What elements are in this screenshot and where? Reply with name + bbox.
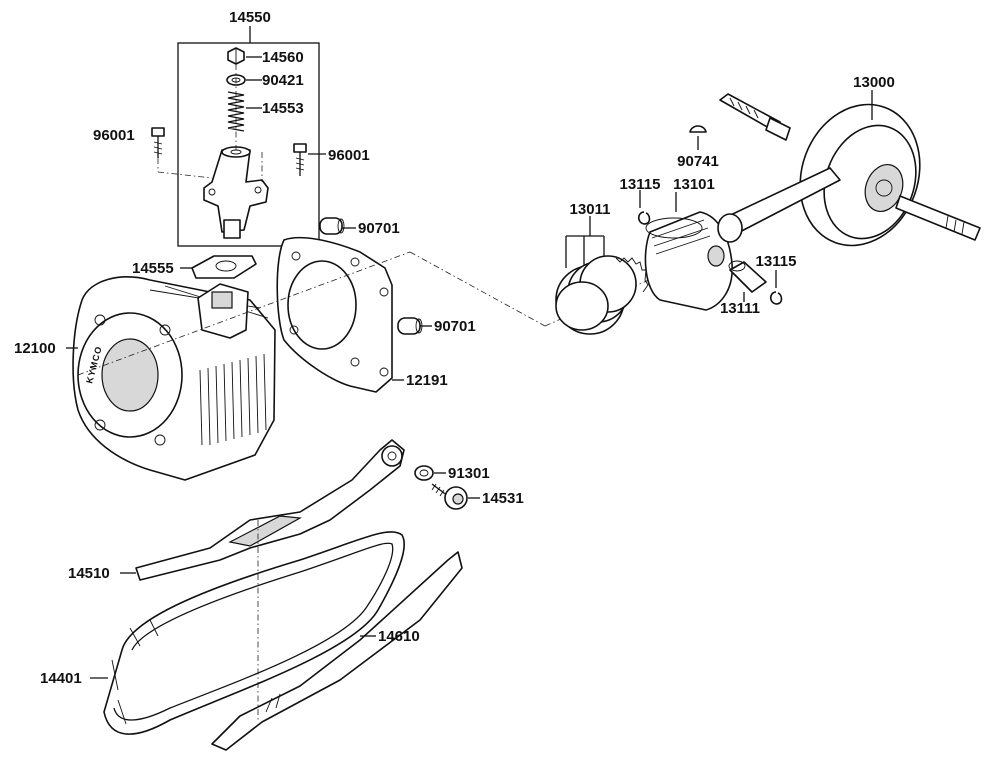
label-12100: 12100 <box>14 340 56 357</box>
dowel-pin-lower <box>397 317 432 335</box>
dowel-pin-upper <box>319 217 356 235</box>
label-14610: 14610 <box>378 628 420 645</box>
label-13115-right: 13115 <box>756 253 797 270</box>
tensioner-body-part <box>203 146 269 239</box>
label-14550: 14550 <box>229 9 271 26</box>
bolt-96001-left <box>151 127 213 179</box>
spring-part <box>227 91 245 132</box>
label-96001-left: 96001 <box>93 127 135 144</box>
bolt-96001-right <box>261 143 326 182</box>
label-12191: 12191 <box>406 372 448 389</box>
label-14531: 14531 <box>482 490 524 507</box>
label-90421: 90421 <box>262 72 304 89</box>
tensioner-guide-part <box>120 439 405 581</box>
pivot-bolt-part <box>431 483 480 510</box>
label-14555: 14555 <box>132 260 174 277</box>
piston-rings-part <box>555 216 649 335</box>
tensioner-assembly <box>177 26 320 247</box>
crankshaft-part <box>717 90 981 247</box>
timing-chain-part <box>90 531 406 735</box>
label-91301: 91301 <box>448 465 490 482</box>
label-13101: 13101 <box>673 176 715 193</box>
label-14553: 14553 <box>262 100 304 117</box>
cap-bolt-part <box>227 47 245 65</box>
label-13000: 13000 <box>853 74 895 91</box>
label-14510: 14510 <box>68 565 110 582</box>
label-13011: 13011 <box>570 201 611 218</box>
piston-pin-part <box>728 260 767 302</box>
label-90701-lower: 90701 <box>434 318 476 335</box>
cylinder-part: KYMCO <box>66 276 276 481</box>
washer-91301-part <box>414 465 446 481</box>
piston-part <box>644 192 733 311</box>
circlip-right <box>769 270 783 305</box>
label-14560: 14560 <box>262 49 304 66</box>
circlip-left <box>637 190 651 225</box>
label-13111: 13111 <box>720 300 760 317</box>
label-96001-right: 96001 <box>328 147 370 164</box>
cylinder-fins <box>149 285 269 446</box>
tensioner-gasket-part <box>180 255 257 279</box>
tensioner-group-box <box>177 42 320 247</box>
head-gasket-part <box>276 236 404 393</box>
fixed-guide-part <box>211 520 463 751</box>
label-14401: 14401 <box>40 670 82 687</box>
label-90741: 90741 <box>677 153 719 170</box>
label-90701-upper: 90701 <box>358 220 400 237</box>
woodruff-key-part <box>689 125 707 150</box>
label-13115-left: 13115 <box>620 176 661 193</box>
